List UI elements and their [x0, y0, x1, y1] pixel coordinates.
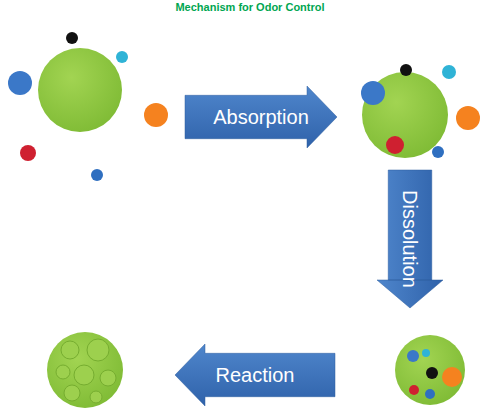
- odor-molecule: [432, 146, 444, 158]
- odor-molecule: [442, 367, 462, 387]
- arrow-body: [175, 344, 335, 406]
- block-arrow: Reaction: [175, 344, 335, 406]
- diagram-title: Mechanism for Odor Control: [0, 1, 500, 13]
- arrow-label: Reaction: [216, 364, 295, 386]
- odor-molecule: [442, 65, 456, 79]
- odor-molecule: [407, 350, 419, 362]
- odor-molecule: [400, 64, 412, 76]
- arrow-body: [377, 170, 443, 308]
- arrow-body: [185, 86, 337, 148]
- odor-molecule: [144, 103, 168, 127]
- label-area: Absorption: [185, 86, 337, 148]
- odor-molecule: [386, 136, 404, 154]
- carrier-sphere: [362, 72, 448, 158]
- odor-molecule: [426, 367, 438, 379]
- odor-molecule: [8, 71, 32, 95]
- odor-molecule: [409, 385, 419, 395]
- odor-molecule: [422, 349, 430, 357]
- block-arrow: Absorption: [185, 86, 337, 148]
- odor-molecule: [66, 32, 78, 44]
- label-area: Reaction: [175, 344, 335, 406]
- reaction-product: [87, 339, 109, 361]
- reaction-product: [90, 391, 102, 403]
- arrow-label: Dissolution: [399, 190, 421, 288]
- reaction-product: [56, 365, 70, 379]
- odor-molecule: [116, 51, 128, 63]
- reaction-product: [74, 365, 94, 385]
- block-arrow: Dissolution: [377, 170, 443, 308]
- reaction-product: [64, 385, 80, 401]
- odor-molecule: [361, 81, 385, 105]
- odor-molecule: [91, 169, 103, 181]
- reaction-product: [100, 370, 116, 386]
- carrier-sphere: [47, 332, 123, 408]
- reaction-product: [61, 341, 79, 359]
- odor-molecule: [425, 389, 435, 399]
- odor-molecule: [20, 145, 36, 161]
- odor-molecule: [456, 106, 480, 130]
- carrier-sphere: [38, 48, 122, 132]
- label-area: Dissolution: [377, 170, 443, 308]
- carrier-sphere: [395, 335, 465, 405]
- arrow-label: Absorption: [213, 106, 309, 128]
